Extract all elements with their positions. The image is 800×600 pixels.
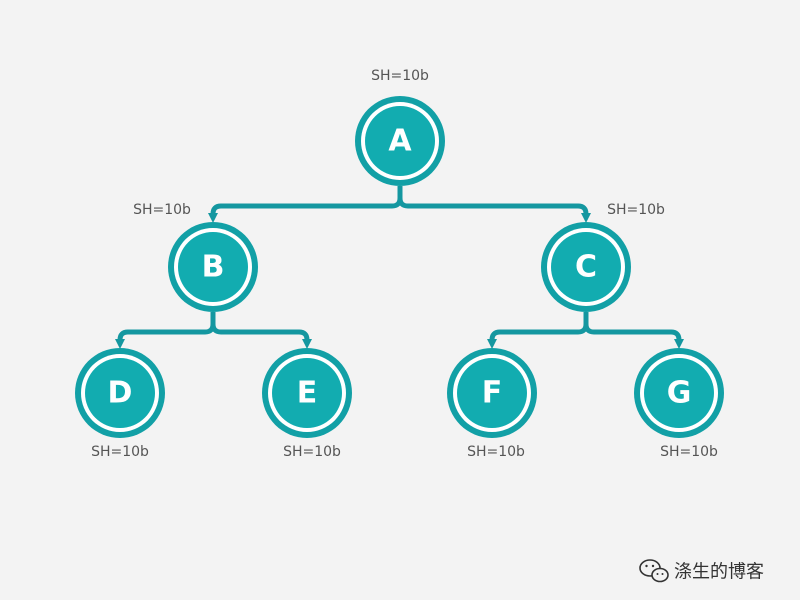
sh-label-d: SH=10b	[91, 444, 149, 460]
sh-label-f: SH=10b	[467, 444, 525, 460]
node-b-label: B	[202, 250, 225, 285]
node-c-label: C	[575, 250, 597, 285]
edge-b-e	[210, 312, 312, 349]
sh-label-e: SH=10b	[283, 444, 341, 460]
edge-c-f	[487, 312, 589, 349]
node-g: G	[634, 348, 724, 438]
node-d: D	[75, 348, 165, 438]
node-e: E	[262, 348, 352, 438]
watermark: 涤生的博客	[639, 559, 764, 583]
node-f: F	[447, 348, 537, 438]
sh-label-a: SH=10b	[371, 68, 429, 84]
node-d-label: D	[108, 376, 133, 411]
edge-b-d	[115, 312, 216, 349]
sh-label-c: SH=10b	[607, 202, 665, 218]
node-f-label: F	[482, 376, 503, 411]
edges	[115, 186, 684, 349]
node-c: C	[541, 222, 631, 312]
watermark-text: 涤生的博客	[674, 562, 764, 583]
node-e-label: E	[297, 376, 318, 411]
edge-a-c	[397, 186, 591, 223]
node-g-label: G	[667, 376, 692, 411]
node-a-label: A	[388, 124, 412, 159]
sh-label-g: SH=10b	[660, 444, 718, 460]
edge-c-g	[583, 312, 684, 349]
edge-a-b	[208, 186, 403, 223]
sh-label-b: SH=10b	[133, 202, 191, 218]
wechat-icon	[639, 559, 669, 583]
node-a: A	[355, 96, 445, 186]
node-b: B	[168, 222, 258, 312]
